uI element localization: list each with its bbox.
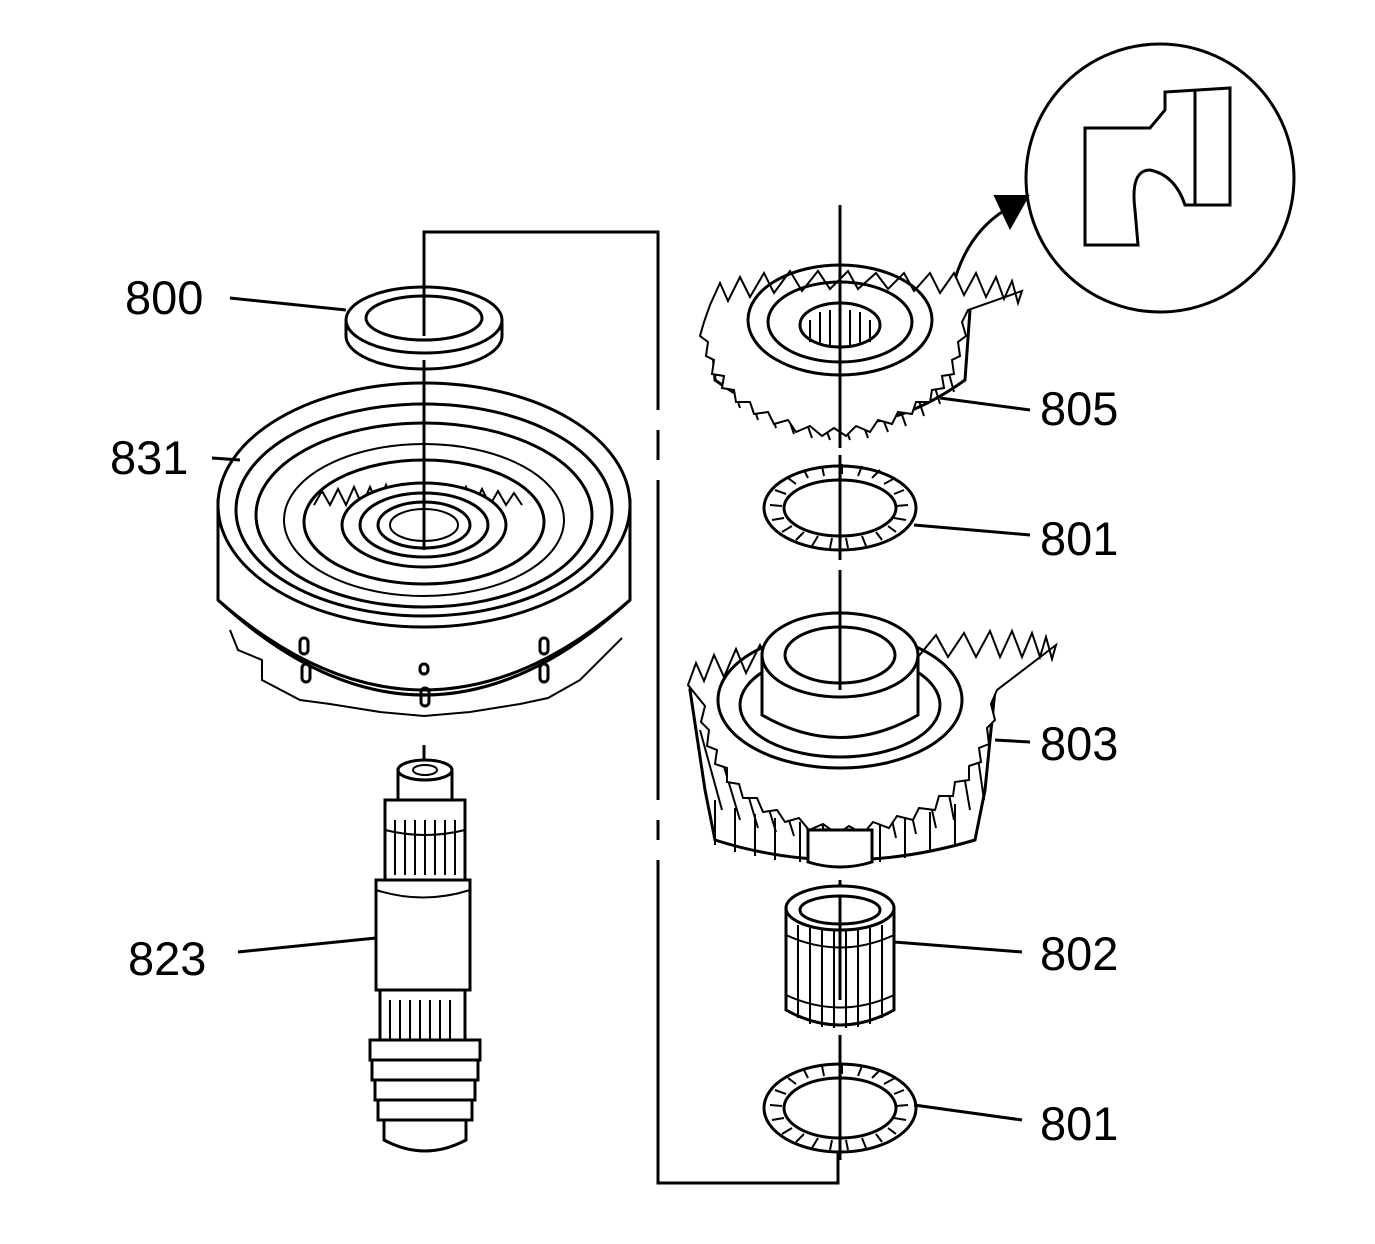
callout-831: 831 [110, 431, 188, 484]
callout-800: 800 [125, 271, 203, 324]
thrust-bearing-801-bottom [762, 1035, 918, 1160]
detail-arrow [950, 195, 1030, 291]
shaft-823 [368, 745, 482, 1153]
callout-801-top: 801 [1040, 512, 1118, 565]
gear-805 [698, 205, 1024, 448]
thrust-washer-800 [344, 232, 504, 371]
clutch-housing-831 [216, 360, 632, 718]
shaft-upper-splines [384, 820, 466, 875]
callout-801-bottom: 801 [1040, 1097, 1118, 1150]
callout-805: 805 [1040, 382, 1118, 435]
callout-803: 803 [1040, 717, 1118, 770]
thrust-bearing-801-top [762, 455, 918, 560]
detail-inset [1024, 42, 1296, 314]
callout-802: 802 [1040, 927, 1118, 980]
shaft-lower-splines [389, 1000, 451, 1040]
gear-803 [686, 570, 1058, 869]
needle-bearing-802 [784, 880, 896, 1028]
shaft-threads [368, 1038, 482, 1153]
callout-823: 823 [128, 932, 206, 985]
leader-lines [211, 296, 1031, 1122]
